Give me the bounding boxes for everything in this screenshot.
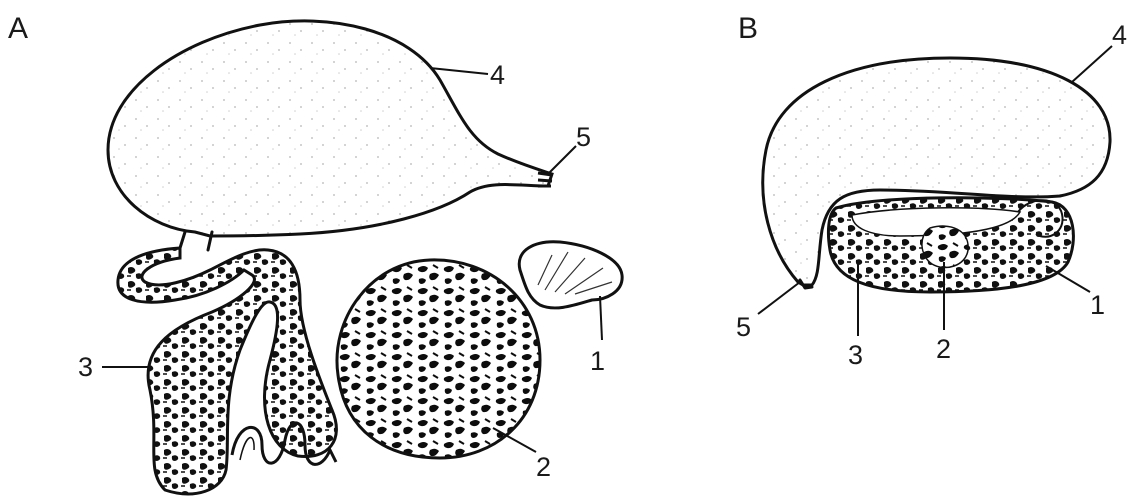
panel-a-callout-4: 4 [490,60,505,90]
panel-b-leader-1 [1046,266,1090,292]
panel-a: A 4 5 3 2 1 [8,12,622,494]
panel-b: B 4 5 3 2 1 [736,12,1127,370]
panel-a-bladder [108,21,552,236]
panel-b-leader-5 [758,282,800,314]
panel-a-callout-5: 5 [576,122,591,152]
panel-a-letter: A [8,12,28,45]
panel-a-coiled-duct [118,248,337,494]
panel-a-callout-3: 3 [78,352,93,382]
panel-a-leader-4 [430,68,488,74]
panel-b-callout-2: 2 [936,334,951,364]
panel-b-letter: B [738,12,758,45]
panel-b-callout-1: 1 [1090,290,1105,320]
panel-b-callout-3: 3 [848,340,863,370]
panel-a-callout-2: 2 [536,452,551,482]
panel-b-dark-mass [922,226,968,267]
panel-a-gland [337,260,540,458]
panel-b-callout-4: 4 [1112,20,1127,50]
panel-a-leader-5 [548,146,576,174]
panel-b-callout-5: 5 [736,312,751,342]
panel-a-leader-1 [600,296,602,340]
panel-a-callout-1: 1 [590,346,605,376]
panel-b-leader-4 [1072,46,1112,82]
